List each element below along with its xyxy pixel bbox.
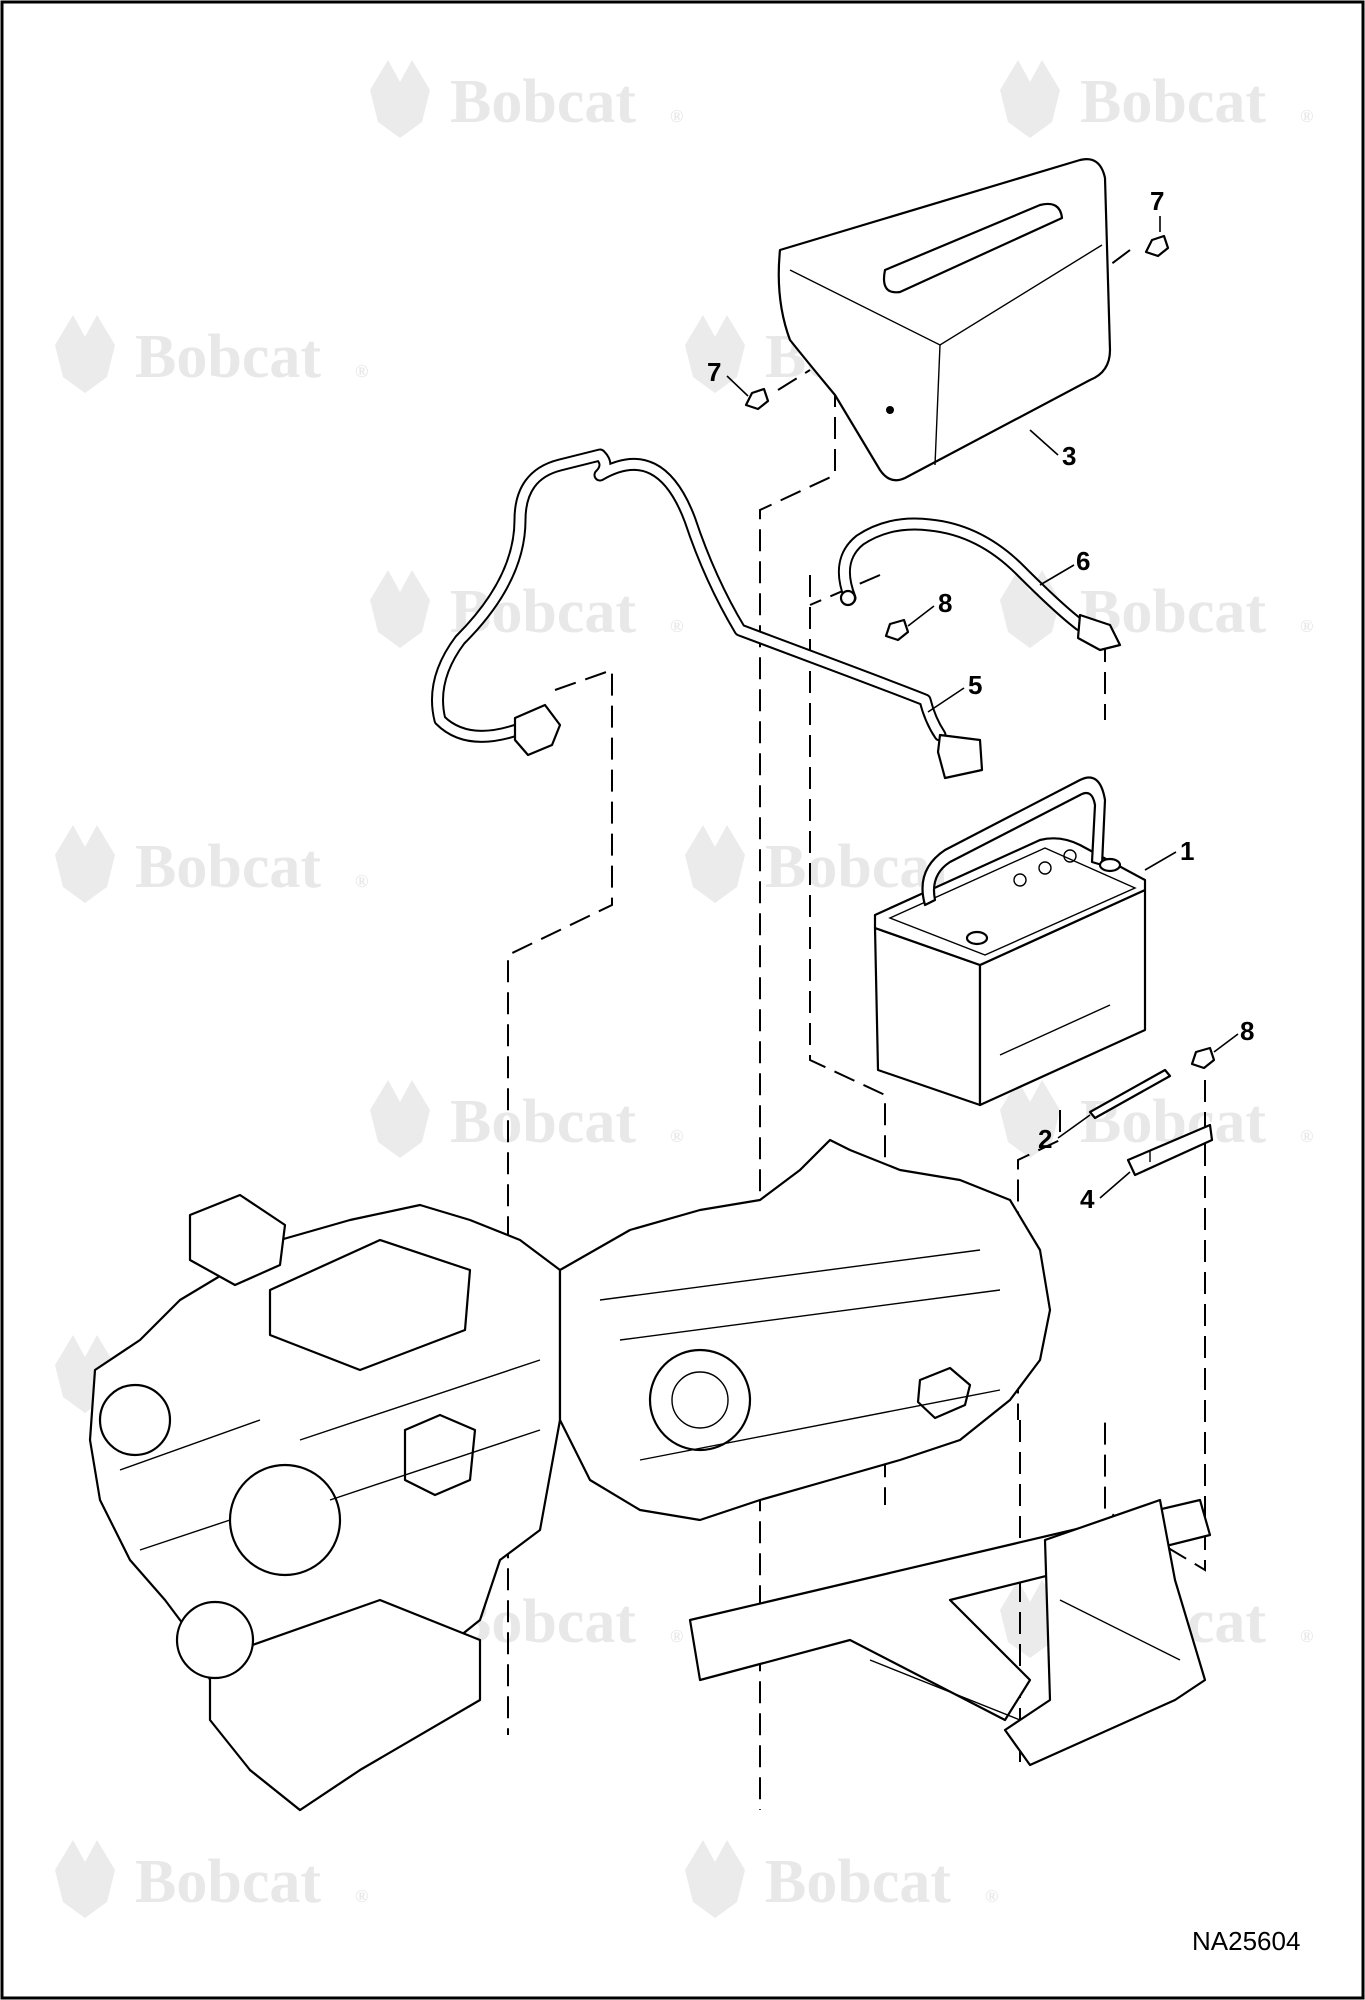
negative-cable-route-line — [507, 668, 613, 1735]
callout-7-left: 7 — [707, 357, 721, 387]
cover-bolt-line-left — [777, 369, 811, 391]
callout-2: 2 — [1038, 1124, 1052, 1154]
svg-text:Bobcat: Bobcat — [450, 68, 636, 136]
negative-cable — [431, 448, 984, 780]
svg-text:®: ® — [1300, 616, 1313, 636]
transmission-housing — [558, 1138, 1052, 1522]
cover-bolt-line-right — [1109, 249, 1131, 266]
positive-cable-terminal — [1076, 613, 1122, 652]
callout-1: 1 — [1180, 836, 1194, 866]
svg-text:®: ® — [670, 1626, 683, 1646]
svg-text:®: ® — [1300, 106, 1313, 126]
engine-valve-cover — [268, 1238, 472, 1372]
watermark: Bobcat ® — [55, 315, 368, 393]
battery-handle — [921, 776, 1107, 907]
battery-negative-post — [965, 930, 989, 946]
watermark: Bobcat ® — [370, 60, 683, 138]
callout-8-cable: 8 — [938, 588, 952, 618]
svg-text:®: ® — [355, 871, 368, 891]
watermark: Bobcat ® — [370, 1080, 683, 1158]
transmission-flange — [648, 1348, 752, 1452]
positive-cable-ring — [839, 589, 857, 607]
callout-6: 6 — [1076, 546, 1090, 576]
engine-oil-pan — [208, 1598, 482, 1812]
svg-text:Bobcat: Bobcat — [135, 833, 321, 901]
engine-sensor-box — [403, 1413, 477, 1497]
svg-text:Bobcat: Bobcat — [135, 323, 321, 391]
battery-top-ridge — [888, 847, 1137, 956]
battery-tray — [1003, 1498, 1207, 1767]
battery-bracket — [1126, 1123, 1214, 1177]
svg-text:®: ® — [670, 1126, 683, 1146]
engine-pulley-left — [98, 1383, 172, 1457]
svg-text:®: ® — [355, 361, 368, 381]
bobcat-logo-icon — [685, 1840, 745, 1918]
cover-bolt-left — [744, 387, 770, 411]
cover-front-edge — [934, 344, 941, 466]
cable-bolt — [884, 618, 910, 642]
cover-bolt-right — [1144, 234, 1170, 258]
cover-hole — [886, 406, 894, 414]
transmission-sensor — [916, 1366, 972, 1420]
bobcat-logo-icon — [55, 825, 115, 903]
battery-strap — [1088, 1068, 1172, 1120]
battery-cover — [777, 158, 1112, 482]
cover-handle-recess — [882, 202, 1064, 294]
svg-text:Bobcat: Bobcat — [1080, 68, 1266, 136]
battery-top — [873, 837, 1147, 967]
callouts: 7 7 3 6 8 5 1 8 2 4 — [707, 186, 1254, 1214]
svg-text:®: ® — [355, 1886, 368, 1906]
svg-text:®: ® — [670, 616, 683, 636]
bracket-bolt — [1190, 1046, 1216, 1070]
svg-text:®: ® — [985, 1886, 998, 1906]
svg-text:®: ® — [1300, 1626, 1313, 1646]
cover-mount-line — [759, 385, 836, 1810]
svg-text:®: ® — [1300, 1126, 1313, 1146]
watermark: Bobcat ® — [685, 1840, 998, 1918]
callout-5: 5 — [968, 670, 982, 700]
watermark: Bobcat ® — [370, 570, 683, 648]
engine-transmission-assembly — [88, 1138, 1212, 1812]
callout-3: 3 — [1062, 441, 1076, 471]
bobcat-logo-icon — [1000, 60, 1060, 138]
svg-text:Bobcat: Bobcat — [135, 1848, 321, 1916]
svg-text:Bobcat: Bobcat — [450, 1088, 636, 1156]
bobcat-logo-icon — [55, 315, 115, 393]
negative-terminal-boot — [936, 733, 984, 780]
negative-cable-connector — [513, 703, 562, 757]
svg-text:®: ® — [670, 106, 683, 126]
watermark: Bobcat ® — [55, 1840, 368, 1918]
figure-id-label: NA25604 — [1192, 1926, 1300, 1956]
battery-positive-post — [1098, 857, 1122, 873]
bobcat-logo-icon — [1000, 1080, 1060, 1158]
positive-cable — [837, 517, 1122, 652]
bobcat-logo-icon — [370, 60, 430, 138]
battery — [873, 776, 1147, 1107]
watermark: Bobcat ® — [55, 825, 368, 903]
engine-pulley — [228, 1463, 342, 1577]
bobcat-logo-icon — [55, 1840, 115, 1918]
callout-4: 4 — [1080, 1184, 1095, 1214]
bobcat-logo-icon — [1000, 1580, 1060, 1658]
callout-8-bracket: 8 — [1240, 1016, 1254, 1046]
callout-7-right: 7 — [1150, 186, 1164, 216]
bobcat-logo-icon — [370, 1080, 430, 1158]
cover-body — [777, 158, 1112, 482]
engine-pulley-lower — [175, 1600, 255, 1680]
bobcat-logo-icon — [685, 315, 745, 393]
svg-text:Bobcat: Bobcat — [765, 833, 951, 901]
bobcat-logo-icon — [685, 825, 745, 903]
watermark: Bobcat ® — [1000, 570, 1313, 648]
watermark: Bobcat ® — [1000, 60, 1313, 138]
engine-filter-housing — [188, 1193, 287, 1287]
bobcat-logo-icon — [370, 570, 430, 648]
svg-text:Bobcat: Bobcat — [765, 1848, 951, 1916]
